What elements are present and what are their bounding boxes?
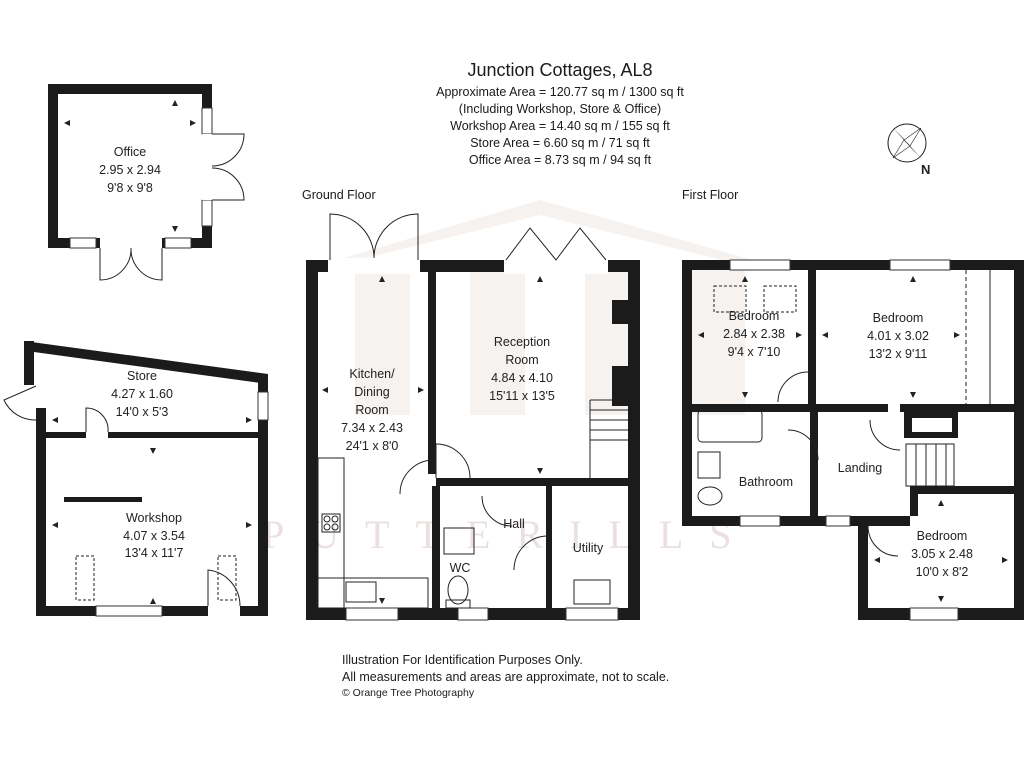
landing-name: Landing <box>838 461 883 475</box>
bedroom1-imperial: 9'4 x 7'10 <box>728 345 781 359</box>
bedroom3-name: Bedroom <box>917 529 968 543</box>
disclaimer-line-1: Illustration For Identification Purposes… <box>342 653 583 667</box>
area-line-3: Workshop Area = 14.40 sq m / 155 sq ft <box>450 119 670 133</box>
wc-name: WC <box>450 561 471 575</box>
kitchen-name-1: Kitchen/ <box>349 367 395 381</box>
store-imperial: 14'0 x 5'3 <box>116 405 169 419</box>
bedroom1-name: Bedroom <box>729 309 780 323</box>
first-floor-label: First Floor <box>682 188 739 202</box>
workshop-imperial: 13'4 x 11'7 <box>125 546 184 560</box>
store-workshop-plan <box>3 341 269 617</box>
office-plan <box>48 84 245 281</box>
bedroom3-imperial: 10'0 x 8'2 <box>916 565 969 579</box>
workshop-metric: 4.07 x 3.54 <box>123 529 185 543</box>
store-name: Store <box>127 369 157 383</box>
footer-disclaimer: Illustration For Identification Purposes… <box>342 652 669 700</box>
compass-icon <box>887 123 927 163</box>
plan-title: Junction Cottages, AL8 <box>467 60 653 80</box>
bedroom2-imperial: 13'2 x 9'11 <box>869 347 928 361</box>
workshop-name: Workshop <box>126 511 182 525</box>
reception-metric: 4.84 x 4.10 <box>491 371 553 385</box>
hall-name: Hall <box>503 517 525 531</box>
reception-name-2: Room <box>505 353 538 367</box>
ground-floor-label: Ground Floor <box>302 188 376 202</box>
office-imperial: 9'8 x 9'8 <box>107 181 153 195</box>
kitchen-imperial: 24'1 x 8'0 <box>346 439 399 453</box>
office-metric: 2.95 x 2.94 <box>99 163 161 177</box>
kitchen-name-2: Dining <box>354 385 389 399</box>
store-metric: 4.27 x 1.60 <box>111 387 173 401</box>
area-line-2: (Including Workshop, Store & Office) <box>458 102 662 116</box>
bathroom-name: Bathroom <box>739 475 793 489</box>
reception-imperial: 15'11 x 13'5 <box>489 389 555 403</box>
plan-header: Junction Cottages, AL8 Approximate Area … <box>390 60 730 169</box>
area-line-4: Store Area = 6.60 sq m / 71 sq ft <box>470 136 650 150</box>
disclaimer-line-2: All measurements and areas are approxima… <box>342 670 670 684</box>
copyright-text: © Orange Tree Photography <box>342 687 475 699</box>
kitchen-name-3: Room <box>355 403 388 417</box>
bedroom1-metric: 2.84 x 2.38 <box>723 327 785 341</box>
first-floor-plan <box>682 259 1024 621</box>
utility-name: Utility <box>573 541 604 555</box>
bedroom3-metric: 3.05 x 2.48 <box>911 547 973 561</box>
office-name: Office <box>114 145 146 159</box>
compass-north-label: N <box>921 162 930 177</box>
area-line-1: Approximate Area = 120.77 sq m / 1300 sq… <box>436 85 684 99</box>
bedroom2-metric: 4.01 x 3.02 <box>867 329 929 343</box>
bedroom2-name: Bedroom <box>873 311 924 325</box>
reception-name-1: Reception <box>494 335 550 349</box>
ground-floor-plan <box>306 213 640 621</box>
kitchen-metric: 7.34 x 2.43 <box>341 421 403 435</box>
area-line-5: Office Area = 8.73 sq m / 94 sq ft <box>468 153 652 167</box>
